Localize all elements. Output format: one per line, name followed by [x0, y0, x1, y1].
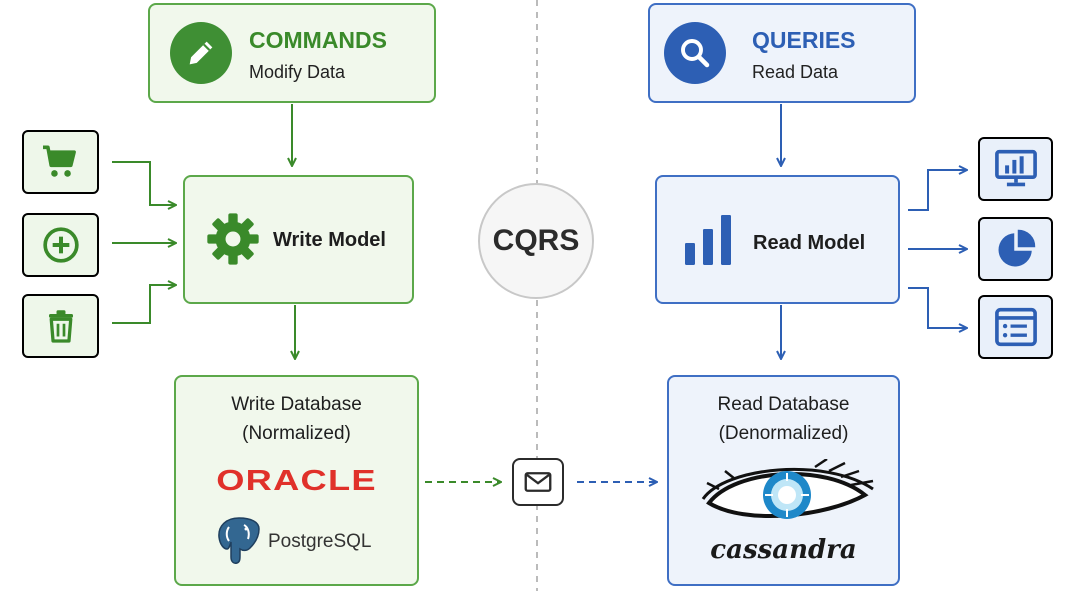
list-output-arrow	[908, 287, 966, 328]
read-model-label: Read Model	[753, 232, 866, 254]
read-model-box: Read Model	[655, 175, 900, 304]
pencil-icon	[170, 22, 232, 84]
commands-title: COMMANDS	[249, 27, 387, 53]
trash-icon	[48, 310, 73, 343]
queries-subtitle: Read Data	[752, 62, 839, 82]
bar-chart-icon	[685, 215, 731, 265]
cassandra-eye-icon	[701, 459, 874, 519]
cqrs-label: CQRS	[492, 224, 580, 257]
postgresql-logo: PostgreSQL	[214, 515, 404, 569]
commands-box: COMMANDS Modify Data	[148, 3, 436, 103]
search-icon	[664, 22, 726, 84]
write-input-cart	[22, 130, 99, 194]
write-model-label: Write Model	[273, 229, 386, 251]
plus-circle-icon	[42, 227, 79, 263]
commands-subtitle: Modify Data	[249, 62, 346, 82]
message-sync-box	[512, 458, 564, 506]
envelope-icon	[524, 472, 552, 492]
read-db-title: Read Database	[717, 394, 850, 415]
queries-title: QUERIES	[752, 27, 856, 53]
postgresql-elephant-icon	[218, 517, 260, 564]
write-db-subtitle: (Normalized)	[242, 423, 351, 444]
oracle-logo: ORACLE	[216, 465, 377, 497]
read-db-title-block: Read Database (Denormalized)	[669, 390, 898, 448]
write-db-title: Write Database	[231, 394, 362, 415]
write-database-box: Write Database (Normalized) ORACLE Postg…	[174, 375, 419, 586]
write-model-box: Write Model	[183, 175, 414, 304]
pie-chart-icon	[998, 229, 1035, 267]
queries-box: QUERIES Read Data	[648, 3, 916, 103]
postgresql-label: PostgreSQL	[268, 531, 372, 552]
read-database-box: Read Database (Denormalized) cassandra	[667, 375, 900, 586]
shopping-cart-icon	[42, 145, 76, 177]
cart-input-arrow	[112, 161, 175, 205]
cqrs-center-badge: CQRS	[478, 183, 594, 299]
read-output-list	[978, 295, 1053, 359]
gear-icon	[207, 213, 259, 265]
cassandra-label: cassandra	[710, 535, 857, 565]
trash-input-arrow	[112, 285, 175, 324]
write-db-title-block: Write Database (Normalized)	[176, 390, 417, 448]
monitor-output-arrow	[908, 170, 966, 211]
list-card-icon	[994, 307, 1037, 347]
write-input-trash	[22, 294, 99, 358]
read-db-subtitle: (Denormalized)	[718, 423, 849, 444]
read-output-monitor	[978, 137, 1053, 201]
monitor-chart-icon	[994, 149, 1037, 187]
write-input-plus	[22, 213, 99, 277]
read-output-pie	[978, 217, 1053, 281]
